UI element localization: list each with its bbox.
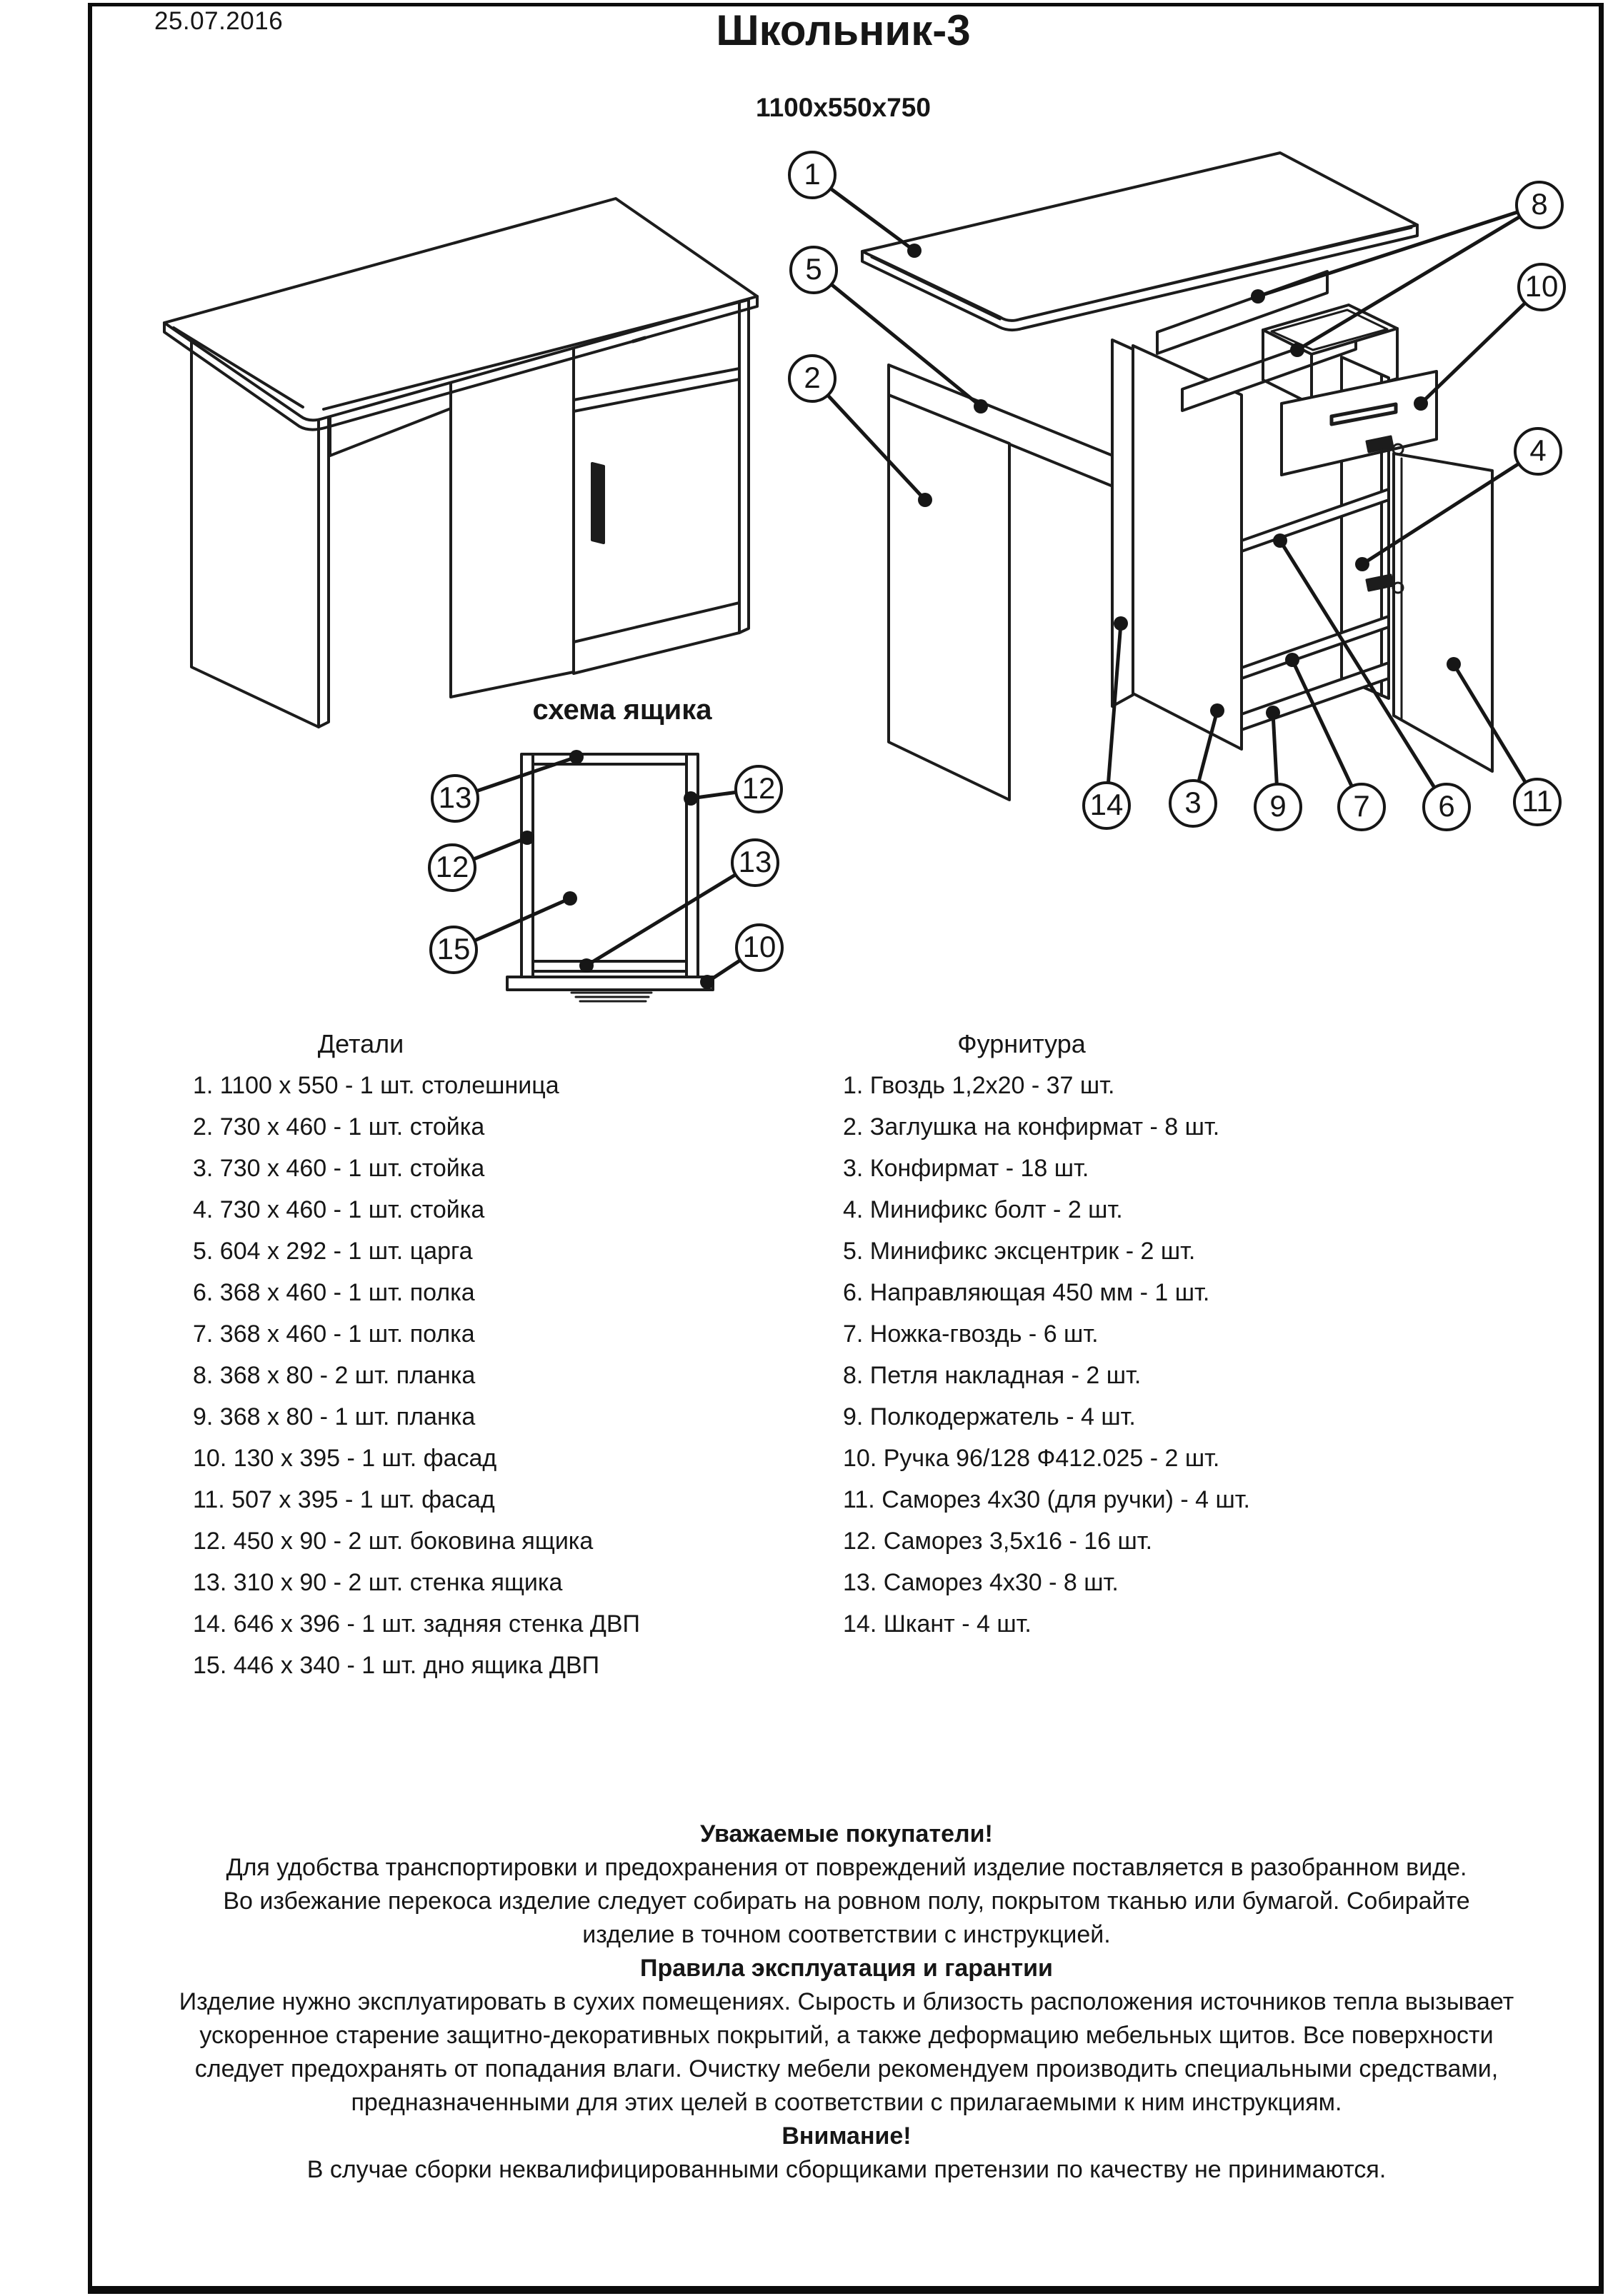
product-dimensions: 1100х550х750 (756, 93, 931, 122)
list-item: 6. Направляющая 450 мм - 1 шт. (843, 1279, 1210, 1306)
hardware-list-title: Фурнитура (957, 1029, 1086, 1058)
list-item: 11. Саморез 4х30 (для ручки) - 4 шт. (843, 1486, 1250, 1513)
notices-block: Уважаемые покупатели! Для удобства трансп… (100, 1818, 1593, 2187)
notice-text: ускоренное старение защитно-декоративных… (199, 2022, 1494, 2049)
notice-text: следует предохранять от попадания влаги.… (194, 2055, 1499, 2082)
list-item: 12. 450 х 90 - 2 шт. боковина ящика (193, 1528, 594, 1555)
list-item: 13. Саморез 4х30 - 8 шт. (843, 1569, 1119, 1596)
drawer-scheme-title: схема ящика (532, 694, 712, 726)
list-item: 7. 368 х 460 - 1 шт. полка (193, 1320, 475, 1348)
exploded-view-drawing (861, 151, 1494, 801)
notice-text: предназначенными для этих целей в соотве… (351, 2089, 1342, 2116)
callout-11: 11 (1513, 778, 1562, 826)
list-item: 2. 730 х 460 - 1 шт. стойка (193, 1113, 485, 1141)
list-item: 14. 646 х 396 - 1 шт. задняя стенка ДВП (193, 1610, 640, 1638)
list-item: 5. Минификс эксцентрик - 2 шт. (843, 1238, 1196, 1265)
list-item: 8. 368 х 80 - 2 шт. планка (193, 1362, 476, 1389)
list-item: 8. Петля накладная - 2 шт. (843, 1362, 1142, 1389)
notice-text: В случае сборки неквалифицированными сбо… (306, 2156, 1387, 2183)
doc-date: 25.07.2016 (154, 7, 284, 35)
callout-10: 10 (1517, 263, 1566, 311)
notice-text: Изделие нужно эксплуатировать в сухих по… (179, 1988, 1514, 2015)
callout-4: 4 (1514, 427, 1562, 476)
list-item: 4. 730 х 460 - 1 шт. стойка (193, 1196, 485, 1223)
list-item: 3. 730 х 460 - 1 шт. стойка (193, 1155, 485, 1182)
callout-1: 1 (788, 151, 837, 199)
list-item: 12. Саморез 3,5х16 - 16 шт. (843, 1528, 1153, 1555)
drawer-scheme-drawing (506, 753, 714, 1003)
callout-6: 6 (1422, 783, 1471, 831)
callout-12: 12 (428, 843, 476, 892)
list-item: 5. 604 х 292 - 1 шт. царга (193, 1238, 473, 1265)
notice-heading: Внимание! (781, 2122, 912, 2150)
callout-12: 12 (734, 765, 783, 813)
parts-list: 1. 1100 х 550 - 1 шт. столешница 2. 730 х… (193, 1065, 640, 1686)
callout-14: 14 (1082, 781, 1131, 830)
parts-list-title: Детали (317, 1029, 404, 1058)
list-item: 10. Ручка 96/128 Ф412.025 - 2 шт. (843, 1445, 1220, 1472)
list-item: 1. Гвоздь 1,2х20 - 37 шт. (843, 1072, 1115, 1099)
hardware-list: 1. Гвоздь 1,2х20 - 37 шт. 2. Заглушка на … (843, 1065, 1250, 1645)
notice-text: изделие в точном соответствии с инструкц… (582, 1921, 1111, 1948)
callout-15: 15 (429, 926, 478, 974)
callout-13: 13 (431, 774, 479, 823)
callout-3: 3 (1169, 779, 1217, 828)
callout-9: 9 (1254, 783, 1302, 831)
callout-8: 8 (1515, 181, 1564, 229)
notice-heading: Уважаемые покупатели! (700, 1820, 993, 1848)
list-item: 4. Минификс болт - 2 шт. (843, 1196, 1123, 1223)
callout-7: 7 (1337, 783, 1386, 831)
callout-10: 10 (735, 923, 784, 972)
callout-5: 5 (789, 246, 838, 294)
list-item: 15. 446 х 340 - 1 шт. дно ящика ДВП (193, 1652, 600, 1679)
assembled-desk-drawing (163, 197, 759, 728)
notice-text: Для удобства транспортировки и предохран… (226, 1854, 1467, 1881)
notice-text: Во избежание перекоса изделие следует со… (223, 1888, 1470, 1915)
list-item: 11. 507 х 395 - 1 шт. фасад (193, 1486, 495, 1513)
list-item: 1. 1100 х 550 - 1 шт. столешница (193, 1072, 559, 1099)
list-item: 9. Полкодержатель - 4 шт. (843, 1403, 1136, 1430)
list-item: 3. Конфирмат - 18 шт. (843, 1155, 1089, 1182)
list-item: 14. Шкант - 4 шт. (843, 1610, 1032, 1638)
callout-2: 2 (788, 354, 837, 403)
list-item: 13. 310 х 90 - 2 шт. стенка ящика (193, 1569, 563, 1596)
list-item: 7. Ножка-гвоздь - 6 шт. (843, 1320, 1099, 1348)
list-item: 2. Заглушка на конфирмат - 8 шт. (843, 1113, 1220, 1141)
list-item: 10. 130 х 395 - 1 шт. фасад (193, 1445, 497, 1472)
notice-heading: Правила эксплуатация и гарантии (640, 1955, 1053, 1982)
list-item: 6. 368 х 460 - 1 шт. полка (193, 1279, 475, 1306)
callout-13: 13 (731, 838, 779, 887)
page-title: Школьник-3 (716, 6, 971, 54)
list-item: 9. 368 х 80 - 1 шт. планка (193, 1403, 476, 1430)
